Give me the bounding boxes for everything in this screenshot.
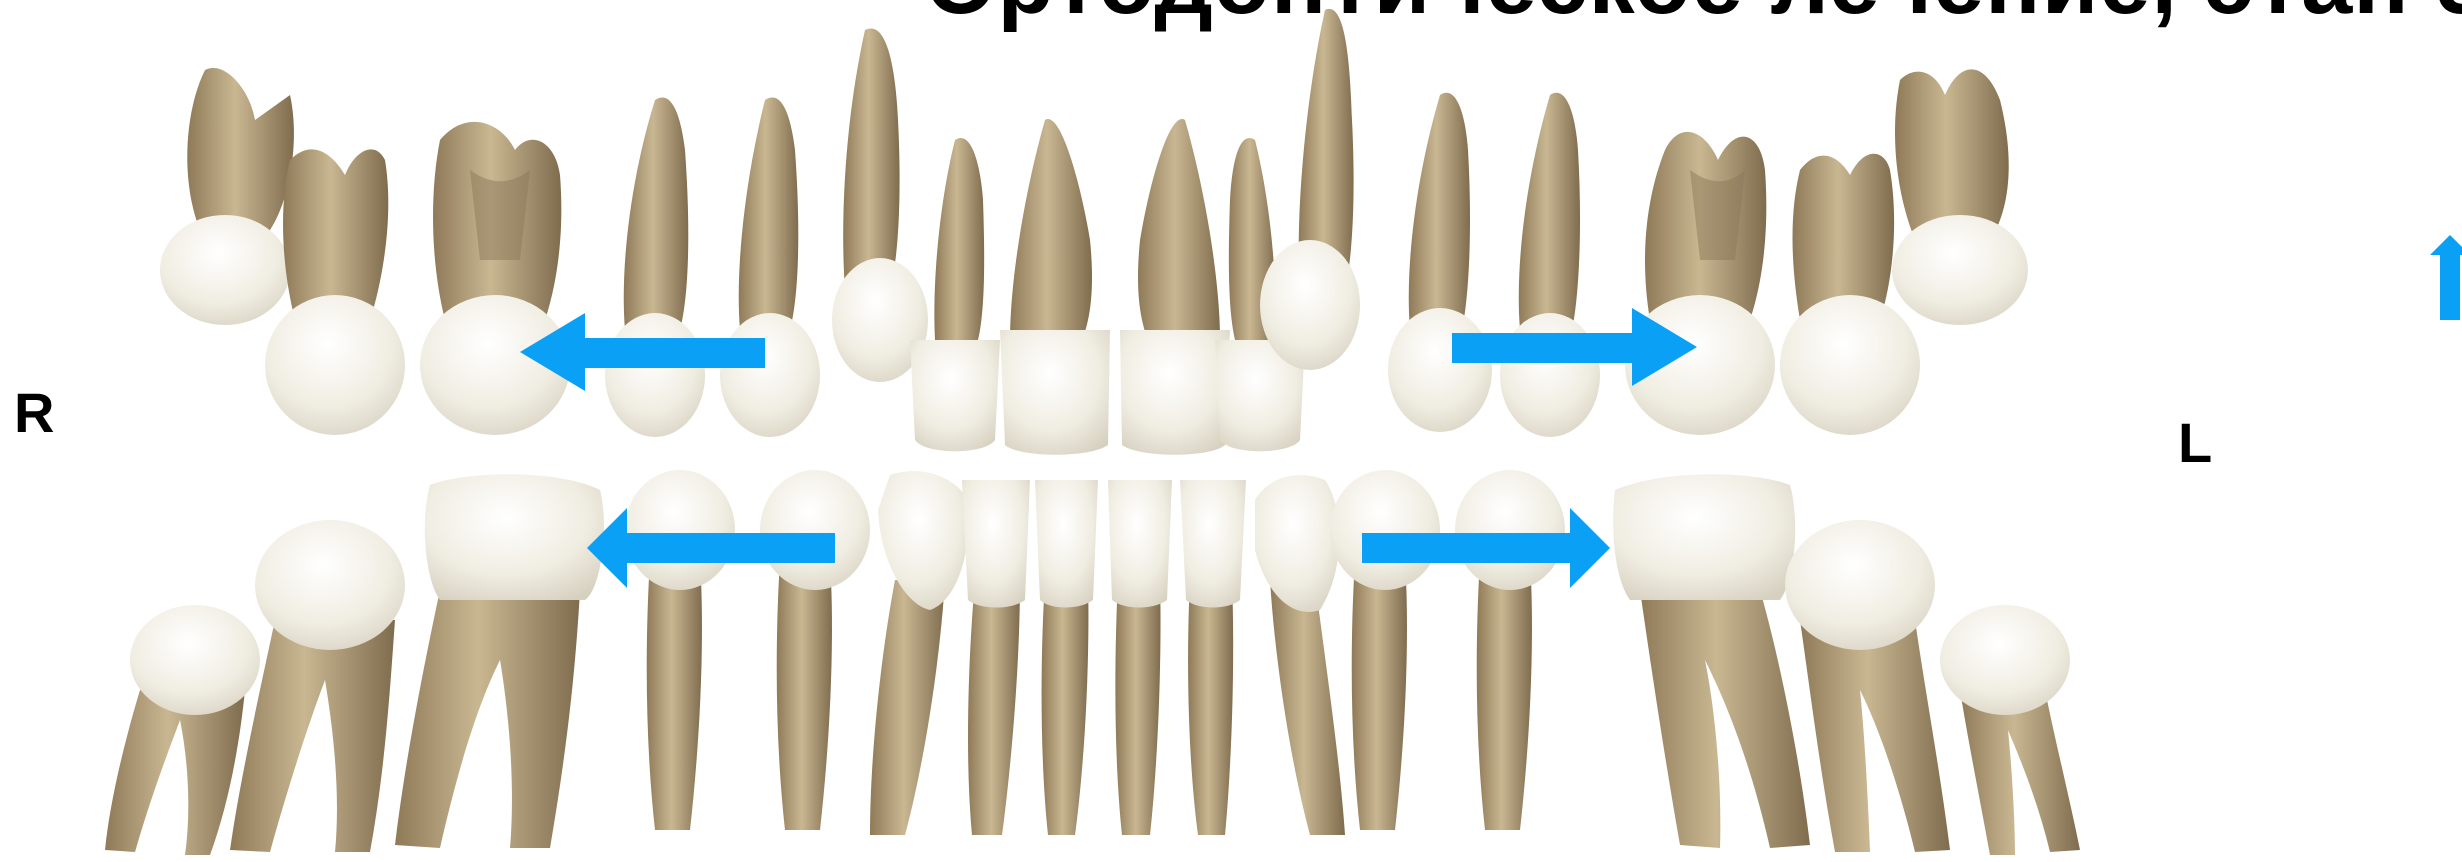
upper-left-premolar-2 — [1500, 93, 1600, 437]
lower-right-premolar-2 — [625, 470, 735, 830]
lower-right-central-incisor — [1035, 480, 1098, 835]
upper-left-second-molar — [1780, 154, 1920, 435]
lower-left-premolar-1 — [1330, 470, 1440, 830]
lower-right-premolar-1 — [760, 470, 870, 830]
lower-arch — [105, 470, 2080, 855]
lower-left-lateral-incisor — [1180, 480, 1246, 835]
lower-left-central-incisor — [1108, 480, 1172, 835]
lower-left-first-molar — [1613, 474, 1810, 848]
lower-right-second-molar — [230, 520, 405, 852]
upper-right-first-molar — [420, 122, 570, 435]
upper-left-premolar-1 — [1388, 93, 1492, 432]
upper-right-central-incisor — [1000, 119, 1110, 455]
upper-right-premolar-2 — [605, 97, 705, 437]
lower-left-premolar-2 — [1455, 470, 1565, 830]
upper-left-third-molar — [1892, 69, 2028, 325]
arrow-offscreen-up — [2430, 235, 2462, 320]
movement-arrows — [520, 235, 2462, 588]
upper-arch — [160, 9, 2028, 455]
upper-left-first-molar — [1625, 132, 1775, 435]
upper-right-premolar-1 — [720, 97, 820, 437]
lower-left-third-molar — [1940, 605, 2080, 855]
lower-right-first-molar — [395, 474, 604, 848]
lower-right-canine — [870, 471, 968, 835]
upper-left-canine — [1260, 9, 1360, 370]
upper-left-central-incisor — [1120, 119, 1230, 455]
lower-left-second-molar — [1785, 520, 1950, 852]
lower-right-lateral-incisor — [962, 480, 1030, 835]
upper-right-third-molar — [160, 68, 294, 325]
upper-right-second-molar — [265, 149, 405, 435]
upper-right-canine — [832, 28, 928, 382]
